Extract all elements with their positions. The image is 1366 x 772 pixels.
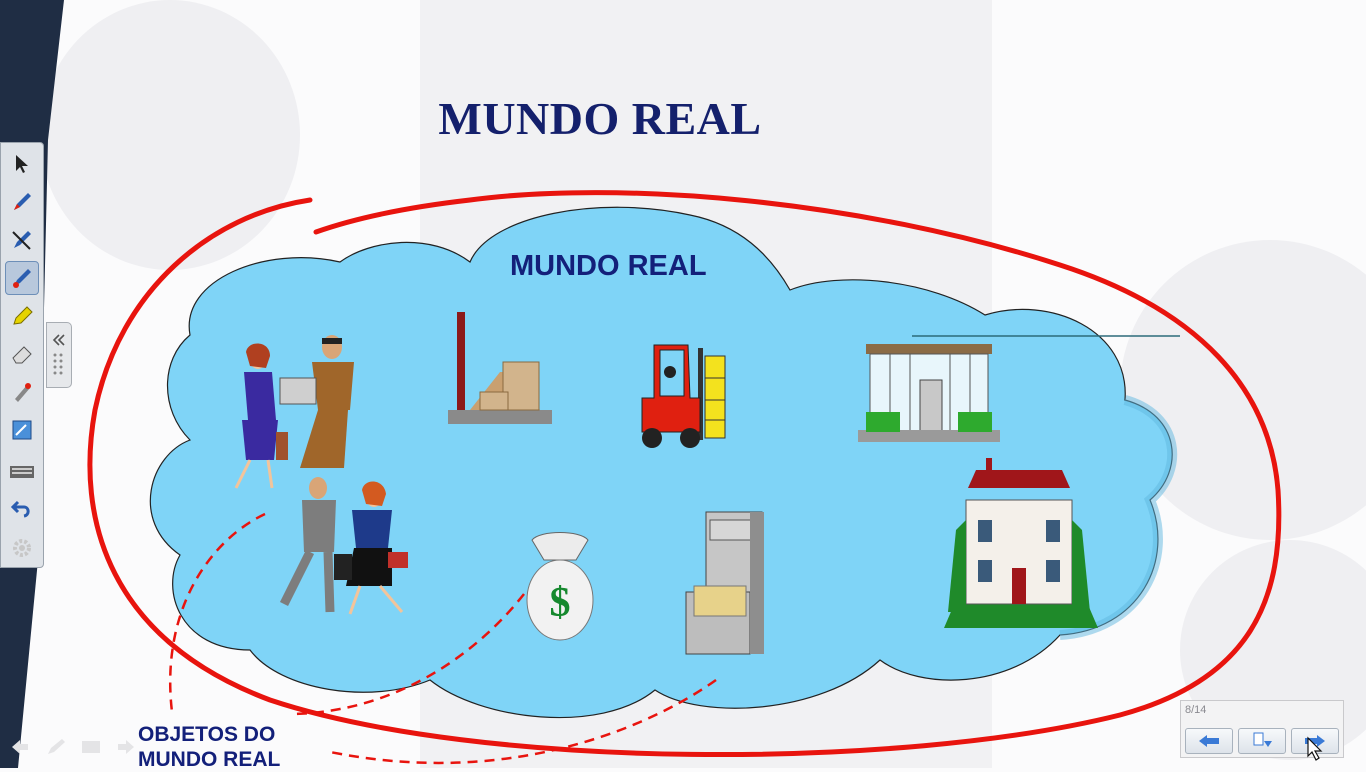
collapse-chevron-icon — [52, 334, 65, 375]
forklift-icon — [641, 344, 726, 448]
select-arrow-icon[interactable] — [5, 147, 39, 181]
pen-active-icon[interactable] — [5, 261, 39, 295]
pen-icon[interactable] — [5, 185, 39, 219]
previous-page-button[interactable] — [1185, 728, 1233, 754]
ink-toolbar — [0, 142, 44, 568]
page-indicator: 8/14 — [1185, 704, 1207, 716]
background-circle — [40, 0, 300, 270]
slide-title: MUNDO REAL — [438, 93, 762, 144]
dashed-pointer-line — [291, 593, 525, 716]
toolbar-collapse-handle[interactable] — [46, 322, 72, 388]
undo-icon[interactable] — [5, 491, 39, 525]
svg-text:$: $ — [550, 580, 571, 626]
store-building-icon — [858, 344, 1000, 442]
settings-icon[interactable] — [5, 531, 39, 565]
pen-cross-icon[interactable] — [5, 223, 39, 257]
keyboard-icon[interactable] — [5, 455, 39, 489]
walking-people-icon — [279, 477, 408, 615]
slide-list-icon — [1253, 732, 1272, 747]
factory-icon — [448, 312, 552, 424]
filing-cabinet-icon — [685, 511, 764, 655]
slide-list-button[interactable] — [1238, 728, 1286, 754]
dashed-pointer-line — [329, 678, 717, 765]
next-arrow-icon[interactable] — [118, 740, 134, 754]
screen-icon[interactable] — [5, 413, 39, 447]
eraser-icon[interactable] — [5, 337, 39, 371]
left-arrow-icon — [1199, 735, 1219, 747]
previous-arrow-icon[interactable] — [12, 740, 28, 754]
highlighter-icon[interactable] — [5, 299, 39, 333]
house-icon — [944, 458, 1098, 628]
objects-label-line2: MUNDO REAL — [138, 748, 281, 771]
cloud-shadow — [1059, 395, 1178, 640]
money-bag-icon: $ — [526, 532, 594, 641]
laser-pointer-icon[interactable] — [5, 375, 39, 409]
red-ink-annotation — [87, 190, 1282, 758]
objects-label: OBJETOS DO MUNDO REAL — [138, 722, 338, 772]
cloud-title: MUNDO REAL — [510, 250, 707, 282]
business-people-icon — [234, 335, 354, 489]
dashed-pointer-line — [169, 512, 266, 713]
pen-ghost-icon[interactable] — [48, 739, 65, 754]
slideshow-mini-controls — [8, 736, 138, 758]
menu-ghost-icon[interactable] — [82, 741, 100, 753]
mouse-cursor-icon — [1307, 736, 1323, 761]
objects-label-line1: OBJETOS DO — [138, 723, 276, 746]
